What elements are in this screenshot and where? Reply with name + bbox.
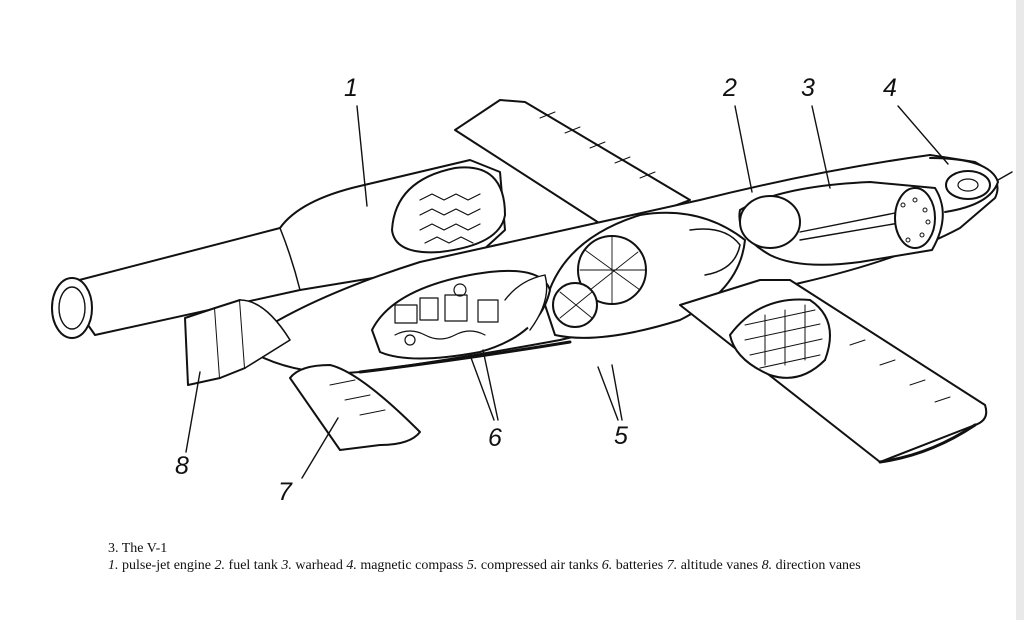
altitude-vanes [289, 364, 421, 451]
wing-hatching [539, 111, 656, 179]
legend-item: 8. direction vanes [761, 558, 861, 573]
callout-7: 7 [278, 478, 293, 506]
callout-2: 2 [722, 74, 737, 102]
magnetic-compass [945, 170, 991, 200]
legend-item: 7. altitude vanes [666, 558, 759, 573]
callout-3: 3 [801, 74, 815, 102]
callout-1: 1 [344, 74, 358, 102]
battery-equipment [394, 283, 499, 346]
fuel-tank-end [739, 195, 801, 249]
callout-5: 5 [614, 422, 628, 450]
intake-valve-grid [419, 193, 481, 244]
page-edge [1016, 0, 1024, 620]
direction-vanes [184, 307, 221, 386]
main-wing-far [454, 99, 691, 231]
legend-item: 5. compressed air tanks [466, 558, 599, 573]
figure-caption: 3. The V-1 1. pulse-jet engine 2. fuel t… [108, 540, 988, 574]
callout-8: 8 [175, 452, 189, 480]
battery-bay-cutaway [371, 269, 551, 360]
warhead-body [799, 211, 906, 241]
callout-4: 4 [883, 74, 897, 102]
legend-item: 6. batteries [601, 558, 664, 573]
caption-title: 3. The V-1 [108, 541, 168, 556]
engine-exhaust-opening [51, 277, 93, 339]
callout-6: 6 [488, 424, 502, 452]
legend-item: 3. warhead [281, 558, 343, 573]
compressed-air-tank-2 [552, 282, 598, 328]
warhead-bulkhead [894, 187, 936, 249]
legend-item: 1. pulse-jet engine [108, 558, 212, 573]
air-tank-netting [559, 235, 647, 319]
callout-leaders [185, 105, 949, 479]
legend-item: 2. fuel tank [214, 558, 278, 573]
legend-item: 4. magnetic compass [346, 558, 464, 573]
engine-intake-cutaway [391, 166, 506, 254]
caption-legend: 1. pulse-jet engine 2. fuel tank 3. warh… [108, 558, 861, 573]
main-wing-near [679, 279, 988, 463]
